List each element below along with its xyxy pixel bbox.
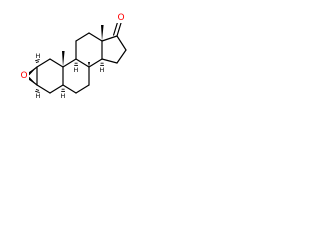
bond-c12-c13 <box>88 32 103 42</box>
epoxide-wedge-lower <box>28 76 37 85</box>
bond-c17-c16 <box>116 35 127 51</box>
c8-h-wedge <box>88 62 90 67</box>
bond-c9-c10 <box>62 58 77 68</box>
bond-c6-c7 <box>75 84 90 94</box>
hash-c2-b <box>35 58 40 62</box>
h-c14-label: H <box>100 66 105 74</box>
bond-c5-c6 <box>62 84 77 94</box>
wedge-layer <box>28 25 104 85</box>
label-layer: O O H H H H H <box>20 13 126 100</box>
bond-layer <box>27 21 127 94</box>
bond-c3-c4 <box>36 84 51 94</box>
hash-layer <box>35 58 104 94</box>
hash-c3-b <box>35 90 40 94</box>
bond-c4-c5 <box>49 84 64 94</box>
h-c5-label: H <box>61 92 66 100</box>
epoxide-o-bg <box>20 70 29 82</box>
methyl-c19-wedge <box>62 51 65 67</box>
hash-c3-a <box>35 88 40 91</box>
bond-c11-c12 <box>75 32 90 42</box>
hash-c2-a <box>35 61 40 64</box>
h-c3-label: H <box>36 92 41 100</box>
bond-c16-c15 <box>116 49 127 64</box>
bond-c10-c1 <box>49 58 64 68</box>
h-c9-label: H <box>74 66 79 74</box>
epoxide-oxygen-label: O <box>20 71 27 81</box>
ketone-o-bg <box>116 13 126 23</box>
bond-c8-c9 <box>75 58 90 68</box>
steroid-structure-diagram: O O H H H H H <box>20 13 127 100</box>
methyl-c18-wedge <box>101 25 104 41</box>
h-c2-label: H <box>36 52 41 60</box>
bond-c17-o-a <box>116 22 122 37</box>
bond-c13-c17 <box>101 35 118 42</box>
ketone-oxygen-label: O <box>117 13 124 23</box>
bond-c15-c14 <box>101 58 118 64</box>
bond-c17-o-b <box>112 21 119 36</box>
bond-c1-c2 <box>36 58 51 68</box>
epoxide-wedge-upper <box>28 67 37 76</box>
bond-c14-c8 <box>88 58 103 68</box>
